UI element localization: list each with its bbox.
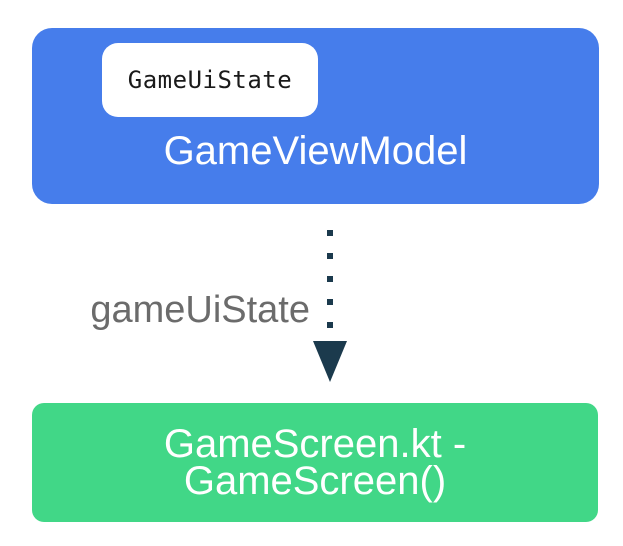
arrowhead-down-icon	[313, 341, 347, 382]
screen-node: GameScreen.kt - GameScreen()	[32, 403, 598, 522]
dot	[327, 230, 333, 236]
dot	[327, 322, 333, 328]
viewmodel-node-label: GameViewModel	[163, 129, 468, 173]
dot	[327, 253, 333, 259]
viewmodel-node: GameUiState GameViewModel	[32, 28, 599, 204]
game-ui-state-badge-label: GameUiState	[127, 66, 293, 94]
edge-label: gameUiState	[90, 289, 310, 331]
dotted-line	[327, 230, 333, 328]
dot	[327, 276, 333, 282]
game-ui-state-badge: GameUiState	[102, 43, 318, 117]
dot	[327, 299, 333, 305]
screen-node-label: GameScreen.kt - GameScreen()	[163, 421, 467, 503]
